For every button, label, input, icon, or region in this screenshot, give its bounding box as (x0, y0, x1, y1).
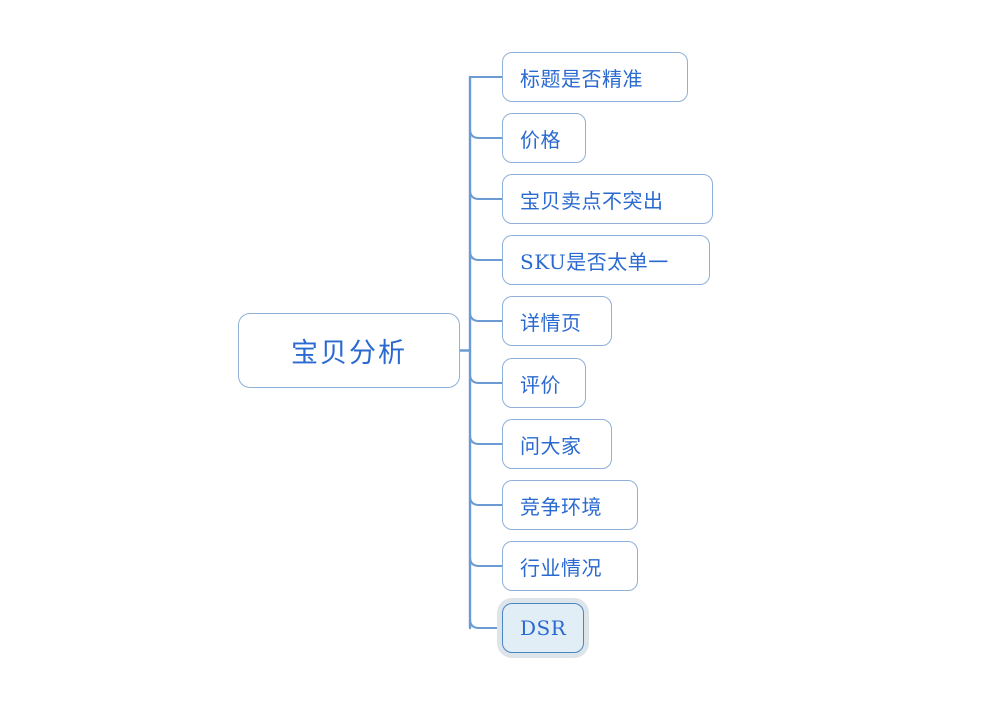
node-label: 问大家 (520, 433, 582, 458)
child-node-8-竞争环境[interactable]: 竞争环境 (502, 480, 638, 530)
root-node[interactable]: 宝贝分析 (238, 313, 460, 388)
child-node-4-sku是否太单一[interactable]: SKU是否太单一 (502, 235, 710, 285)
child-node-1-标题是否精准[interactable]: 标题是否精准 (502, 52, 688, 102)
child-node-6-评价[interactable]: 评价 (502, 358, 586, 408)
child-node-7-问大家[interactable]: 问大家 (502, 419, 612, 469)
child-node-3-宝贝卖点不突出[interactable]: 宝贝卖点不突出 (502, 174, 713, 224)
node-label: 价格 (520, 127, 561, 152)
child-node-9-行业情况[interactable]: 行业情况 (502, 541, 638, 591)
node-label: 标题是否精准 (520, 66, 643, 91)
connector (469, 556, 503, 567)
connector (469, 189, 503, 200)
connector (469, 373, 503, 384)
node-label: 行业情况 (520, 555, 602, 580)
connector (469, 128, 503, 139)
node-label: 详情页 (520, 310, 582, 335)
child-node-5-详情页[interactable]: 详情页 (502, 296, 612, 346)
child-node-2-价格[interactable]: 价格 (502, 113, 586, 163)
child-node-10-dsr[interactable]: DSR (502, 603, 584, 653)
connector (469, 495, 503, 506)
node-label: 评价 (520, 372, 561, 397)
connector (469, 250, 503, 261)
node-label: 宝贝分析 (291, 338, 407, 369)
node-label: DSR (520, 616, 567, 640)
node-label: 竞争环境 (520, 494, 602, 519)
connector (469, 434, 503, 445)
connector (469, 311, 503, 322)
node-label: SKU是否太单一 (520, 249, 669, 274)
node-label: 宝贝卖点不突出 (520, 188, 664, 213)
connector (469, 618, 503, 629)
